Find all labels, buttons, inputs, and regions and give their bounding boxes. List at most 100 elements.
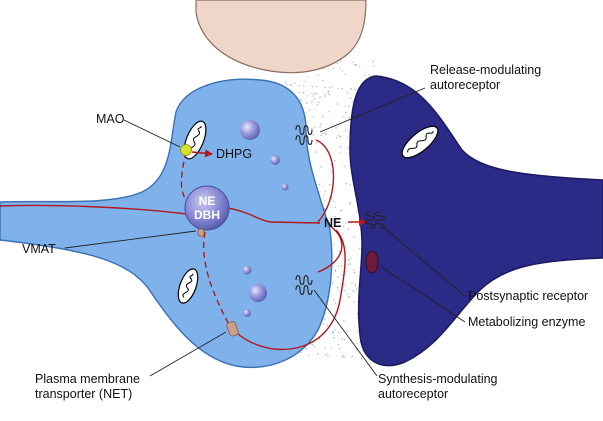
- cleft-dot: [341, 209, 343, 212]
- vesicle-icon: [240, 120, 260, 140]
- cleft-dot: [324, 95, 326, 97]
- cleft-dot: [334, 206, 337, 208]
- cleft-dot: [327, 92, 329, 94]
- cleft-dot: [316, 86, 318, 88]
- cleft-dot: [349, 263, 351, 265]
- cleft-dot: [337, 87, 339, 90]
- cleft-dot: [324, 200, 326, 202]
- dhpg-label: DHPG: [216, 147, 252, 161]
- cleft-dot: [327, 90, 330, 93]
- cleft-dot: [311, 92, 313, 95]
- cleft-dot: [344, 338, 346, 341]
- cleft-dot: [361, 350, 363, 352]
- neurotransmitter-pathways: [0, 139, 346, 351]
- cleft-dot: [303, 85, 305, 87]
- cleft-dot: [342, 233, 344, 235]
- cleft-dot: [347, 92, 349, 94]
- cleft-dot: [352, 290, 354, 292]
- cleft-dot: [353, 301, 355, 303]
- cleft-dot: [347, 228, 350, 230]
- release-modulating-label-line2: autoreceptor: [430, 78, 500, 92]
- cleft-dot: [351, 355, 353, 357]
- mitochondrion-icon: [401, 125, 439, 159]
- cleft-dot: [325, 353, 328, 355]
- cleft-dot: [331, 219, 334, 221]
- cleft-dot: [355, 64, 358, 66]
- cleft-dot: [319, 96, 321, 98]
- leader-synthesis-modulating: [313, 289, 378, 377]
- cleft-dot: [315, 92, 317, 95]
- cleft-dot: [315, 151, 317, 153]
- cleft-dot: [346, 293, 349, 295]
- plasma-membrane-label-line2: transporter (NET): [35, 387, 132, 401]
- presynaptic-terminal: [0, 78, 333, 369]
- cleft-dot: [341, 88, 343, 90]
- cleft-dot: [331, 282, 334, 284]
- vesicle-dbh-label: DBH: [194, 208, 220, 222]
- cleft-dot: [343, 283, 345, 286]
- cleft-dot: [349, 97, 352, 99]
- cleft-dot: [311, 344, 313, 346]
- cleft-dot: [319, 123, 322, 126]
- cleft-dot: [332, 200, 334, 203]
- cleft-dot: [340, 146, 342, 148]
- mitochondrion-icon: [177, 268, 199, 304]
- cleft-dot: [330, 347, 332, 349]
- cleft-dot: [320, 166, 322, 168]
- cleft-dot: [286, 83, 288, 86]
- cleft-dot: [341, 338, 343, 340]
- cleft-dot: [304, 80, 306, 83]
- cleft-dot: [328, 111, 330, 113]
- cleft-dot: [312, 116, 314, 118]
- cleft-dot: [334, 160, 336, 162]
- cleft-dot: [356, 331, 358, 333]
- cleft-dot: [343, 319, 345, 322]
- cleft-dot: [338, 250, 341, 253]
- cleft-dot: [349, 202, 351, 204]
- cleft-dot: [300, 98, 302, 101]
- cleft-dot: [373, 65, 375, 67]
- cleft-dot: [340, 60, 342, 62]
- cleft-dot: [341, 274, 344, 276]
- cleft-dot: [349, 203, 351, 205]
- metabolizing-enzyme-label: Metabolizing enzyme: [468, 315, 585, 329]
- cleft-dot: [356, 210, 358, 213]
- cleft-dot: [311, 101, 313, 103]
- leader-postsynaptic-receptor: [381, 225, 466, 297]
- cleft-dot: [356, 343, 358, 345]
- receptor-icon: [364, 211, 386, 229]
- cleft-dot: [337, 344, 340, 346]
- leader-mao: [123, 119, 181, 148]
- cleft-dot: [357, 312, 359, 315]
- cleft-dot: [316, 103, 319, 106]
- cleft-dot: [338, 331, 340, 333]
- postsynaptic-receptor-label: Postsynaptic receptor: [468, 289, 588, 303]
- cleft-dot: [354, 291, 356, 293]
- leader-release-modulating: [319, 87, 426, 133]
- synthesis-modulating-label-line1: Synthesis-modulating: [378, 372, 498, 386]
- cleft-dot: [345, 222, 347, 224]
- cleft-dot: [348, 116, 350, 119]
- cleft-dot: [311, 127, 313, 130]
- cleft-dot: [300, 351, 302, 354]
- cleft-dot: [305, 348, 307, 350]
- cleft-dot: [298, 91, 300, 94]
- cleft-dot: [348, 259, 350, 262]
- cleft-dot: [332, 331, 334, 334]
- cleft-dot: [354, 284, 357, 286]
- cleft-dot: [307, 76, 309, 78]
- cleft-dot: [324, 86, 326, 89]
- cleft-dot: [312, 95, 314, 97]
- cleft-dot: [317, 74, 319, 77]
- cleft-dot: [323, 194, 326, 196]
- cleft-dot: [339, 67, 341, 70]
- cleft-dot: [347, 147, 350, 149]
- cleft-dot: [350, 88, 352, 91]
- cleft-dot: [322, 79, 324, 82]
- cleft-dot: [333, 336, 335, 339]
- ne-dbh-vesicle: [184, 185, 230, 231]
- cleft-dot: [323, 323, 325, 325]
- vmat-label: VMAT: [22, 242, 56, 256]
- cleft-dot: [342, 116, 345, 118]
- cleft-dot: [334, 329, 336, 332]
